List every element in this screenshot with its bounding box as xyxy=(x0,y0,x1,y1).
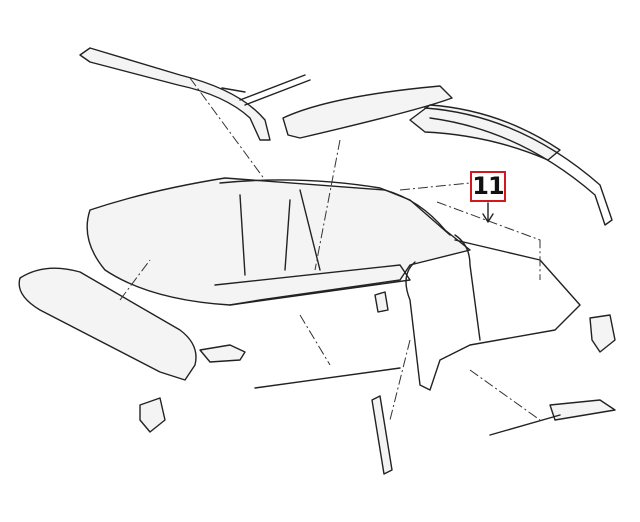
header-trim-pad xyxy=(282,85,453,139)
callout-arrow xyxy=(482,202,494,223)
side-rail-right xyxy=(424,107,613,226)
boot-cover xyxy=(18,267,197,381)
rear-deck xyxy=(454,234,481,341)
leader-lines xyxy=(119,77,541,421)
weatherstrip-right xyxy=(409,104,561,161)
latch-part xyxy=(139,397,166,433)
cable-rod xyxy=(549,399,616,421)
hinge-bracket xyxy=(199,344,246,363)
body-outline xyxy=(405,239,581,391)
header-bar xyxy=(221,74,311,106)
clip-part xyxy=(374,291,389,313)
side-trim-strip xyxy=(371,395,393,475)
top-frame-bow xyxy=(219,179,451,236)
rod-line xyxy=(254,367,561,436)
top-frame-side xyxy=(239,189,321,276)
side-rail-left xyxy=(79,47,271,141)
top-frame-rear-bow xyxy=(214,264,411,306)
bracket-right xyxy=(589,314,616,353)
callout-label-11: 11 xyxy=(470,171,506,202)
soft-top-cover xyxy=(86,177,471,306)
